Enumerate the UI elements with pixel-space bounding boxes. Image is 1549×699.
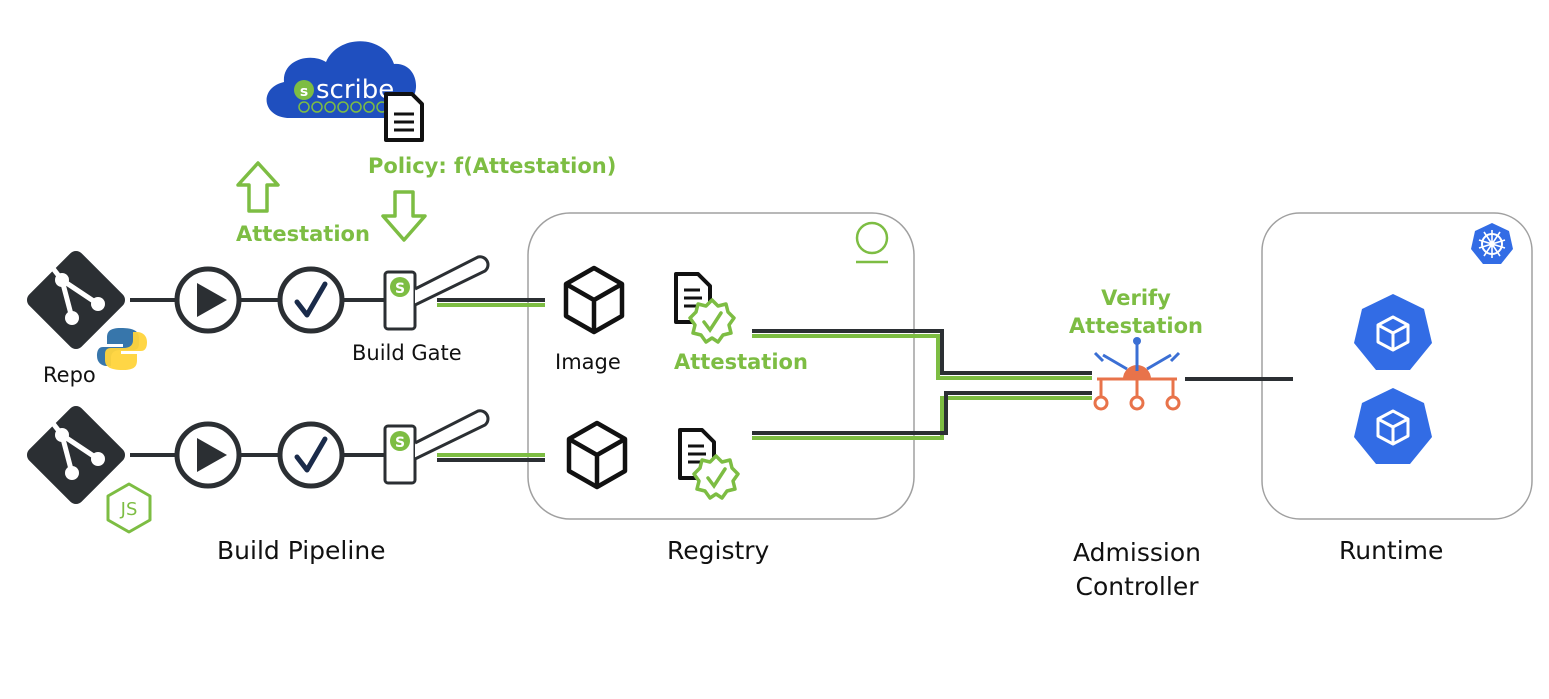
play-icon [177, 269, 239, 331]
verify-label-line2: Attestation [1069, 314, 1203, 338]
runtime-section-label: Runtime [1339, 536, 1444, 565]
kubernetes-icon [1471, 223, 1513, 264]
certified-document-icon [674, 272, 736, 344]
admission-label-line2: Controller [1075, 572, 1199, 601]
admission-label-line1: Admission [1073, 538, 1201, 567]
svg-text:s: s [300, 84, 308, 100]
build-pipeline-section-label: Build Pipeline [217, 536, 386, 565]
registry-box [527, 212, 915, 520]
check-icon [280, 424, 342, 486]
cube-icon [566, 268, 622, 332]
play-icon [177, 424, 239, 486]
image-label: Image [555, 350, 621, 374]
arrow-up-icon [236, 161, 280, 213]
scribe-logo-text: scribe [316, 75, 394, 105]
nodejs-icon: JS [106, 482, 152, 534]
attestation-label: Attestation [674, 350, 808, 374]
runtime-box [1261, 212, 1533, 520]
build-gate-icon [383, 409, 490, 485]
admission-hierarchy-icon [1093, 337, 1181, 411]
cloud-icon: s scribe [266, 41, 417, 118]
admission-controller-section-label: Admission Controller [1052, 536, 1222, 604]
kubernetes-pod-icon [1352, 386, 1434, 466]
certified-document-icon [678, 428, 740, 500]
gate-to-registry-link [437, 298, 545, 462]
attestation-up-label: Attestation [236, 222, 370, 246]
check-icon [280, 269, 342, 331]
cube-icon [569, 423, 625, 487]
repo-label: Repo [43, 363, 96, 387]
oci-icon [855, 221, 889, 264]
kubernetes-pod-icon [1352, 292, 1434, 372]
policy-label: Policy: f(Attestation) [368, 154, 617, 178]
verify-label-line1: Verify [1101, 286, 1171, 310]
document-icon [384, 92, 424, 142]
verify-attestation-label: Verify Attestation [1066, 284, 1206, 340]
registry-section-label: Registry [667, 536, 770, 565]
registry-to-admission-link [752, 329, 1092, 440]
arrow-down-icon [381, 190, 427, 242]
svg-text:JS: JS [120, 499, 138, 520]
build-gate-label: Build Gate [352, 341, 462, 365]
python-icon [97, 328, 147, 370]
build-gate-icon [383, 255, 490, 331]
